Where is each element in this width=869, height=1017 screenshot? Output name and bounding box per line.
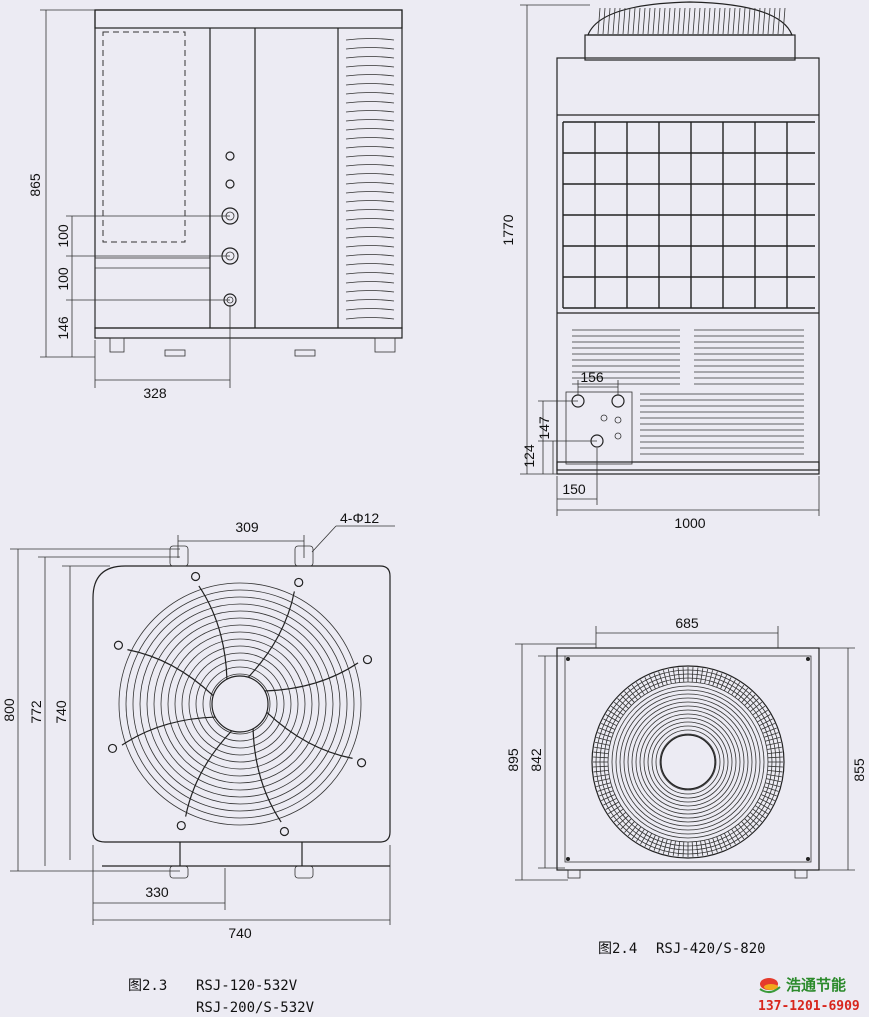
louver-slats: [345, 38, 395, 320]
vent-louvers: [572, 329, 804, 455]
dim-mount-spacing-685: 685: [675, 615, 699, 631]
coil-guard-grid: [562, 121, 815, 309]
right-front-view: 1770 156 147 124 150 1000: [500, 1, 820, 531]
figure-2-3-label: 图2.3: [128, 978, 167, 994]
left-side-view: 865 100 100 146 328: [27, 9, 403, 401]
dim-width-1000: 1000: [674, 515, 705, 531]
brand-logo-icon: [759, 978, 781, 993]
figure-2-3-model-2: RSJ-200/S-532V: [196, 1000, 315, 1016]
dim-depth-800: 800: [1, 698, 17, 722]
dim-depth-740: 740: [53, 700, 69, 724]
pipe-connector-icon: [221, 151, 239, 307]
fan-guard-icon: [107, 571, 373, 837]
dim-depth-842: 842: [528, 748, 544, 772]
dim-pipe-offset-328: 328: [143, 385, 167, 401]
left-top-view: 309 4-Φ12 800 772 740 330 740: [1, 510, 395, 941]
brand-name: 浩通节能: [786, 976, 846, 994]
dim-pipe-base-height: 146: [55, 316, 71, 340]
figure-2-3-model-1: RSJ-120-532V: [196, 978, 298, 994]
dim-pipe-spacing-156: 156: [580, 369, 604, 385]
figure-2-4-label: 图2.4: [598, 941, 637, 957]
pipe-connector-icon: [571, 394, 625, 448]
fan-guard-icon: [591, 665, 785, 859]
dim-hole-spec: 4-Φ12: [340, 510, 379, 526]
dim-width-740: 740: [228, 925, 252, 941]
dim-mount-offset-330: 330: [145, 884, 169, 900]
dim-depth-855: 855: [851, 758, 867, 782]
brand-phone: 137-1201-6909: [758, 999, 860, 1014]
dim-height-865: 865: [27, 173, 43, 197]
dim-pipe-spacing-lower: 100: [55, 267, 71, 291]
dim-height-1770: 1770: [500, 214, 516, 245]
dim-pipe-height-147: 147: [536, 416, 552, 440]
dim-pipe-spacing-upper: 100: [55, 224, 71, 248]
dim-depth-895: 895: [505, 748, 521, 772]
dim-mount-spacing-309: 309: [235, 519, 259, 535]
dim-depth-772: 772: [28, 700, 44, 724]
figure-2-4-model: RSJ-420/S-820: [656, 941, 766, 957]
right-top-view: 685 895 842 855: [505, 615, 867, 881]
fan-top-hatch: [597, 7, 786, 35]
dim-pipe-offset-150: 150: [562, 481, 586, 497]
dim-pipe-height-124: 124: [521, 444, 537, 468]
